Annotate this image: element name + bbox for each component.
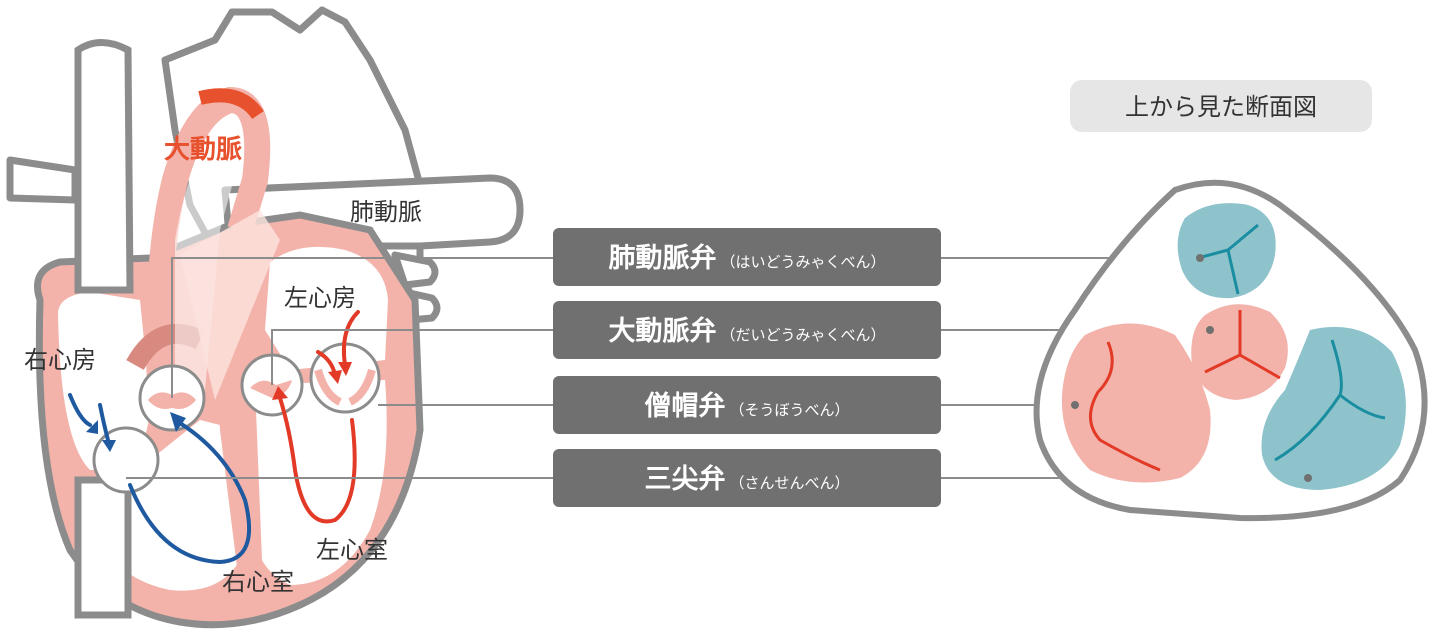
red-arrow-lv — [278, 396, 357, 524]
svg-text:大動脈弁（だいどうみゃくべん）: 大動脈弁（だいどうみゃくべん） — [608, 316, 885, 347]
left-atrium-label: 左心房 — [284, 284, 356, 312]
valve-pill-mitral: 僧帽弁（そうぼうべん） — [553, 376, 941, 434]
aorta-label: 大動脈 — [164, 135, 242, 165]
svg-text:肺動脈弁（はいどうみゃくべん）: 肺動脈弁（はいどうみゃくべん） — [608, 243, 885, 274]
blue-arrowhead-rv — [170, 412, 186, 432]
right-atrium-chamber — [58, 292, 150, 470]
pulmonary-artery-label: 肺動脈 — [350, 198, 422, 226]
blue-arrow-rv — [128, 418, 252, 565]
connector-pulmonary — [171, 257, 555, 398]
svg-text:三尖弁（さんせんべん）: 三尖弁（さんせんべん） — [644, 464, 849, 495]
vena-cava — [74, 39, 134, 294]
blood-flow-arrows — [68, 310, 360, 565]
right-atrium-outline — [6, 156, 79, 204]
cross-tricuspid-line — [1274, 339, 1386, 462]
valve-pill-pulmonary: 肺動脈弁（はいどうみゃくべん） — [553, 228, 941, 286]
left-atrium-chamber — [265, 246, 388, 370]
blue-arrow-ra2 — [98, 403, 110, 442]
svg-text:僧帽弁（そうぼうべん）: 僧帽弁（そうぼうべん） — [644, 390, 849, 422]
pulmonary-vein-outline — [391, 251, 439, 289]
cross-section-title: 上から見た断面図 — [1070, 80, 1372, 132]
connector-aortic — [271, 329, 555, 385]
red-arrowhead-lv — [272, 386, 288, 400]
cross-mitral-valve — [1061, 323, 1211, 483]
dot-tricuspid — [1304, 474, 1312, 482]
dot-mitral — [1071, 401, 1079, 409]
cross-section-diagram — [1033, 179, 1428, 522]
blue-arrow-ra — [68, 393, 92, 427]
right-atrium-label: 右心房 — [24, 346, 96, 374]
blue-arrowhead-ra — [86, 420, 98, 434]
aorta-top-accent — [198, 88, 264, 120]
left-ventricle-label: 左心室 — [316, 536, 388, 564]
inferior-vena-cava — [74, 476, 132, 619]
valve-pill-tricuspid: 三尖弁（さんせんべん） — [553, 449, 941, 507]
cross-tricuspid-valve — [1261, 326, 1406, 490]
aorta-wall — [146, 86, 271, 391]
right-ventricle-label: 右心室 — [222, 568, 294, 596]
red-arrowhead-la — [338, 362, 352, 376]
blue-arrowhead-ra2 — [102, 440, 116, 452]
valve-pill-aortic: 大動脈弁（だいどうみゃくべん） — [553, 301, 941, 359]
dot-aortic — [1206, 326, 1214, 334]
red-arrowhead-la2 — [328, 370, 342, 384]
red-arrow-la — [341, 310, 360, 367]
tricuspid-valve-marker — [92, 426, 160, 494]
svg-text:上から見た断面図: 上から見た断面図 — [1125, 93, 1317, 121]
cross-aortic-cusps — [1204, 310, 1281, 380]
cross-mitral-line — [1089, 341, 1161, 472]
dot-pulmonary — [1196, 254, 1204, 262]
